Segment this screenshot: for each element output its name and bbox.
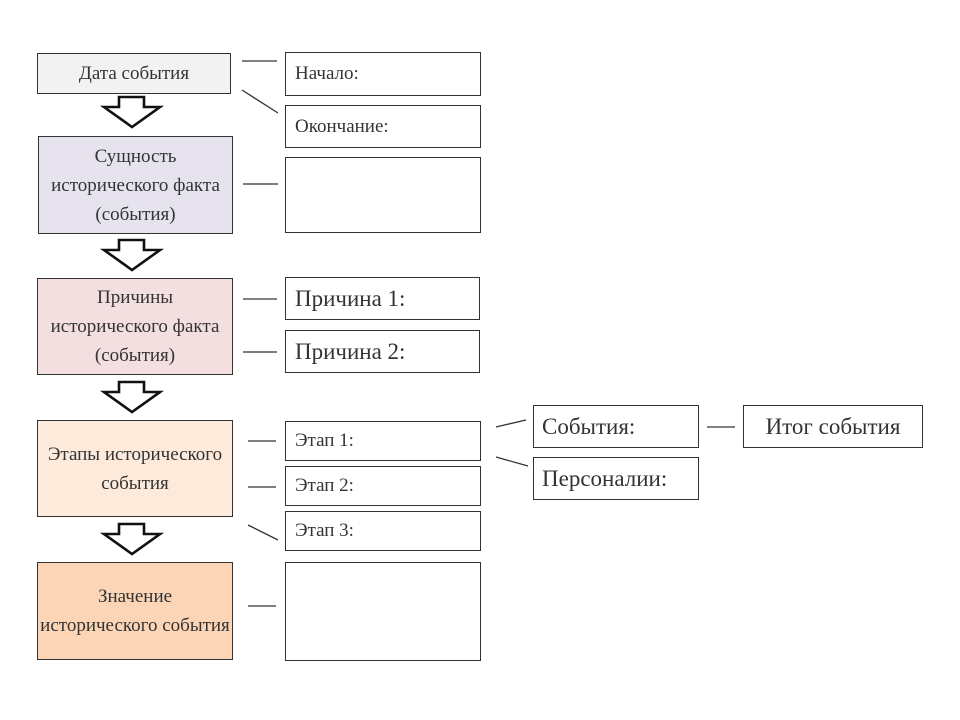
- field-cause2[interactable]: Причина 2:: [285, 330, 480, 373]
- field-phase3[interactable]: Этап 3:: [285, 511, 481, 551]
- field-outcome[interactable]: Итог события: [743, 405, 923, 448]
- field-phase2-label: Этап 2:: [295, 475, 354, 496]
- arrow-down-3: [99, 380, 165, 414]
- stage-causes: Причины исторического факта (события): [37, 278, 233, 375]
- stage-significance-label: Значение исторического события: [40, 586, 230, 636]
- field-events[interactable]: События:: [533, 405, 699, 448]
- field-outcome-label: Итог события: [765, 413, 901, 439]
- field-persons[interactable]: Персоналии:: [533, 457, 699, 500]
- field-essence-answer[interactable]: [285, 157, 481, 233]
- arrow-down-1: [99, 95, 165, 129]
- stage-essence-label: Сущность исторического факта (события): [51, 145, 220, 225]
- connector-phase1-persons: [495, 456, 529, 467]
- field-start[interactable]: Начало:: [285, 52, 481, 96]
- stage-date: Дата события: [37, 53, 231, 94]
- field-significance-answer[interactable]: [285, 562, 481, 661]
- field-start-label: Начало:: [295, 63, 359, 84]
- field-end[interactable]: Окончание:: [285, 105, 481, 148]
- field-phase1[interactable]: Этап 1:: [285, 421, 481, 461]
- stage-significance: Значение исторического события: [37, 562, 233, 660]
- field-phase1-label: Этап 1:: [295, 430, 354, 451]
- connector-date-end: [241, 89, 279, 114]
- stage-phases-label: Этапы исторического события: [47, 443, 223, 494]
- field-persons-label: Персоналии:: [542, 465, 668, 491]
- arrow-down-2: [99, 238, 165, 272]
- stage-essence: Сущность исторического факта (события): [38, 136, 233, 234]
- field-end-label: Окончание:: [295, 115, 389, 137]
- connector-phase3: [247, 524, 279, 541]
- stage-date-label: Дата события: [78, 63, 190, 84]
- stage-phases: Этапы исторического события: [37, 420, 233, 517]
- field-events-label: События:: [542, 413, 636, 439]
- field-cause2-label: Причина 2:: [295, 338, 406, 364]
- connector-phase1-events: [495, 419, 527, 428]
- field-cause1-label: Причина 1:: [295, 285, 406, 311]
- stage-causes-label: Причины исторического факта (события): [50, 287, 220, 366]
- arrow-down-4: [99, 522, 165, 556]
- field-phase2[interactable]: Этап 2:: [285, 466, 481, 506]
- field-phase3-label: Этап 3:: [295, 520, 354, 541]
- field-cause1[interactable]: Причина 1:: [285, 277, 480, 320]
